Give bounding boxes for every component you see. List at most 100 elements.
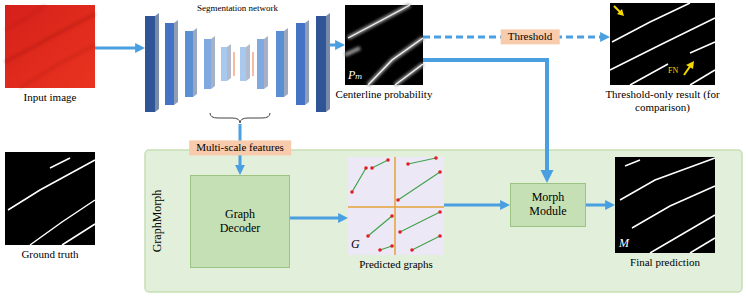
illustration-part-part — [396, 198, 400, 202]
illustration-part-part — [412, 236, 440, 250]
illustration-part-part — [366, 234, 370, 238]
group-panel: GraphMorphGraph DecoderPredicted graphsM… — [145, 150, 742, 292]
network-blocks-part — [174, 20, 178, 105]
illustration-part-part — [378, 248, 382, 252]
illustration-part-part — [408, 158, 436, 164]
centerline-image — [345, 5, 423, 85]
illustration-part-part — [390, 244, 394, 248]
brace — [210, 113, 270, 123]
brace-part — [210, 113, 270, 123]
illustration-part-part — [370, 166, 374, 170]
final-prediction-image-part — [615, 157, 715, 253]
illustration-part-part — [690, 42, 715, 53]
network-blocks-part — [211, 36, 215, 89]
predicted-graph-image — [348, 156, 444, 255]
image-panel: Final prediction — [615, 157, 715, 253]
illustration-part-part — [630, 64, 668, 85]
centerline-image-part — [345, 5, 423, 85]
illustration-part-part — [438, 234, 442, 238]
network-blocks-part — [316, 16, 326, 112]
image-panel: Input image — [5, 5, 95, 88]
network-blocks-part — [240, 47, 246, 81]
ground-truth-image-part — [30, 200, 95, 245]
image-panel: Threshold-only result (for comparison) — [610, 3, 715, 85]
group-title: GraphMorph — [151, 190, 164, 253]
ground-truth-image-part — [62, 224, 95, 245]
illustration-part-part — [650, 215, 715, 253]
threshold-result-image — [610, 3, 715, 85]
illustration-part-part — [438, 170, 442, 174]
network-blocks — [145, 13, 330, 112]
illustration-part-part — [686, 61, 694, 69]
flow-arrow — [330, 44, 337, 47]
illustration-part — [620, 158, 715, 253]
box-label: Graph Decoder — [212, 208, 268, 236]
illustration-part-part — [368, 216, 392, 236]
heading: Segmentation network — [197, 4, 278, 14]
illustration-part-part — [625, 160, 640, 166]
caption: Input image — [24, 91, 77, 104]
predicted-graph-image-part — [348, 157, 444, 255]
network-blocks-part — [204, 39, 211, 89]
image-symbol: M — [619, 237, 629, 250]
flow-arrow — [95, 47, 137, 50]
network-blocks-part — [155, 13, 159, 112]
network-blocks-part — [257, 39, 264, 89]
illustration-part — [345, 5, 423, 85]
network-blocks-part — [185, 31, 193, 97]
illustration-part-part — [398, 172, 440, 200]
flow-arrow — [586, 204, 607, 207]
illustration-part-part — [364, 166, 368, 170]
illustration-part-part — [410, 248, 414, 252]
network-blocks-part — [296, 23, 305, 105]
illustration-part-part — [380, 246, 392, 250]
ground-truth-image — [5, 152, 95, 245]
network-block: Segmentation network — [145, 16, 330, 124]
illustration-part-part — [406, 162, 410, 166]
flow-arrow — [444, 204, 502, 207]
final-prediction-image — [615, 157, 715, 253]
network-blocks-part — [221, 47, 227, 81]
flow-arrow — [290, 217, 340, 220]
network-blocks-part — [227, 44, 231, 81]
illustration-part — [614, 6, 694, 75]
illustration-part-part — [434, 156, 438, 160]
image-panel: Ground truth — [5, 152, 95, 245]
network-blocks-part — [165, 23, 174, 105]
illustration-part-part — [345, 48, 360, 55]
image-panel: Predicted graphs — [348, 157, 444, 255]
illustration-part — [350, 156, 442, 252]
illustration-part-part — [620, 158, 715, 200]
network-blocks-part — [145, 16, 155, 112]
graphmorph-panel-ground — [145, 150, 742, 292]
image-symbol: G — [351, 238, 360, 251]
network-blocks-part — [284, 28, 288, 97]
caption: Ground truth — [21, 248, 78, 261]
process-box: Morph Module — [510, 183, 586, 227]
network-blocks-part — [264, 36, 268, 89]
network-blocks-part — [326, 13, 330, 112]
illustration-part-part — [395, 64, 423, 85]
predicted-graph-image-part — [394, 157, 396, 255]
caption: Final prediction — [630, 256, 700, 269]
ground-truth-image-part — [50, 158, 70, 168]
illustration-part-part — [690, 70, 715, 85]
callout-label: FN — [668, 67, 678, 76]
input-image-part — [20, 45, 95, 88]
input-image — [5, 5, 95, 88]
image-symbol: Pₘ — [348, 69, 363, 82]
illustration-part-part — [617, 9, 624, 16]
network-blocks-part — [233, 52, 235, 76]
illustration-part — [610, 3, 715, 85]
illustration-part-part — [610, 18, 715, 70]
edge-label: Multi-scale features — [189, 140, 291, 155]
network-blocks-part — [246, 44, 250, 81]
illustration-part-part — [352, 168, 366, 192]
illustration-part-part — [368, 38, 423, 85]
illustration-part — [352, 158, 440, 250]
illustration-part-part — [350, 190, 354, 194]
